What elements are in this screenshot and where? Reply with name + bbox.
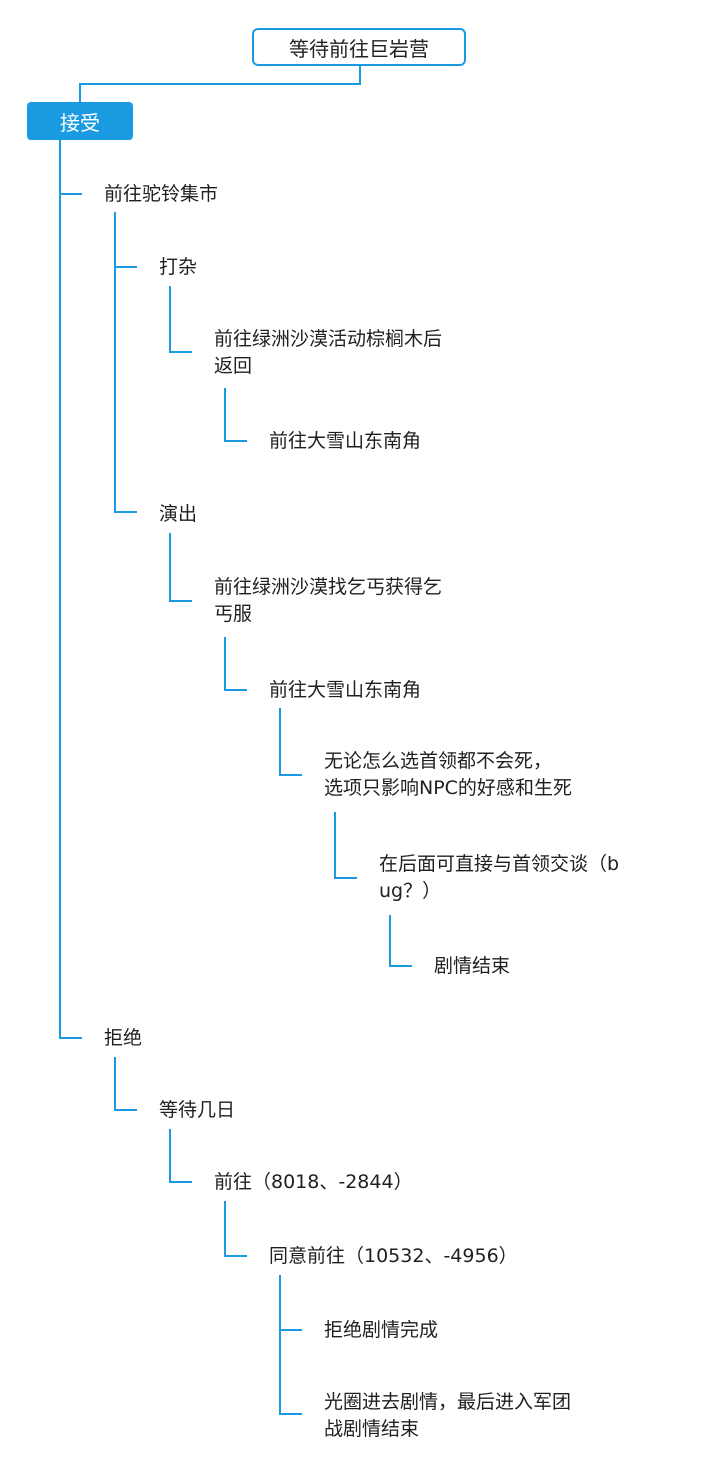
node-reject-end2[interactable]: 光圈进去剧情，最后进入军团 战剧情结束 <box>324 1389 571 1443</box>
root-node-label: 等待前往巨岩营 <box>289 36 429 61</box>
node-label-line1: 前往绿洲沙漠活动棕榈木后 <box>214 328 443 350</box>
node-label: 剧情结束 <box>434 955 511 977</box>
node-perform-step1[interactable]: 前往绿洲沙漠找乞丐获得乞 丐服 <box>214 574 442 628</box>
connector-perform-step2 <box>224 637 247 691</box>
root-node[interactable]: 等待前往巨岩营 <box>252 28 466 66</box>
node-perform[interactable]: 演出 <box>159 501 197 528</box>
node-oddjobs-step1[interactable]: 前往绿洲沙漠活动棕榈木后 返回 <box>214 326 442 380</box>
connector-camelbell-trunk <box>114 212 137 513</box>
node-label-line1: 无论怎么选首领都不会死， <box>324 750 553 772</box>
connector-go-agree <box>224 1201 247 1257</box>
node-label: 前往（8018、-2844） <box>214 1171 413 1193</box>
node-label: 拒绝 <box>104 1027 143 1049</box>
node-label: 前往大雪山东南角 <box>269 430 422 452</box>
connector-perform-step3 <box>279 708 302 776</box>
node-perform-step2[interactable]: 前往大雪山东南角 <box>269 677 421 704</box>
node-label: 前往驼铃集市 <box>104 183 219 205</box>
node-label-line1: 光圈进去剧情，最后进入军团 <box>324 1391 572 1413</box>
node-oddjobs-step2[interactable]: 前往大雪山东南角 <box>269 428 421 455</box>
node-label-line2: 丐服 <box>214 603 253 625</box>
accept-node[interactable]: 接受 <box>27 102 133 140</box>
node-label-line1: 前往绿洲沙漠找乞丐获得乞 <box>214 576 443 598</box>
connector-root-accept <box>79 66 361 102</box>
connector-oddjobs-step2 <box>224 388 247 442</box>
connector-reject-wait <box>114 1057 137 1111</box>
connector-perform-step5 <box>389 915 412 967</box>
node-label: 等待几日 <box>159 1099 236 1121</box>
node-label-line1: 在后面可直接与首领交谈（b <box>379 853 620 875</box>
node-label: 同意前往（10532、-4956） <box>269 1245 518 1267</box>
node-perform-step5[interactable]: 剧情结束 <box>434 953 510 980</box>
node-reject-wait[interactable]: 等待几日 <box>159 1097 235 1124</box>
connector-wait-go <box>169 1129 192 1183</box>
node-perform-step4[interactable]: 在后面可直接与首领交谈（b ug？） <box>379 851 619 905</box>
accept-node-label: 接受 <box>60 110 100 135</box>
node-reject-end1[interactable]: 拒绝剧情完成 <box>324 1317 438 1344</box>
node-label: 演出 <box>159 503 198 525</box>
node-label: 前往大雪山东南角 <box>269 679 422 701</box>
node-odd-jobs[interactable]: 打杂 <box>159 254 197 281</box>
connector-perform-step4 <box>334 812 357 879</box>
node-label-line2: 返回 <box>214 355 253 377</box>
node-reject-go[interactable]: 前往（8018、-2844） <box>214 1169 413 1196</box>
connector-perform-step1 <box>169 533 192 602</box>
node-label-line2: 战剧情结束 <box>324 1418 420 1440</box>
node-go-camel-bell[interactable]: 前往驼铃集市 <box>104 181 218 208</box>
connector-agree-ends <box>279 1275 302 1415</box>
connector-accept-trunk <box>59 140 82 1039</box>
node-label-line2: 选项只影响NPC的好感和生死 <box>324 777 572 799</box>
node-label: 打杂 <box>159 256 198 278</box>
node-label: 拒绝剧情完成 <box>324 1319 439 1341</box>
node-label-line2: ug？） <box>379 880 442 902</box>
node-reject-agree[interactable]: 同意前往（10532、-4956） <box>269 1243 518 1270</box>
connector-oddjobs-step1 <box>169 286 192 353</box>
node-perform-step3[interactable]: 无论怎么选首领都不会死， 选项只影响NPC的好感和生死 <box>324 748 572 802</box>
node-reject[interactable]: 拒绝 <box>104 1025 142 1052</box>
